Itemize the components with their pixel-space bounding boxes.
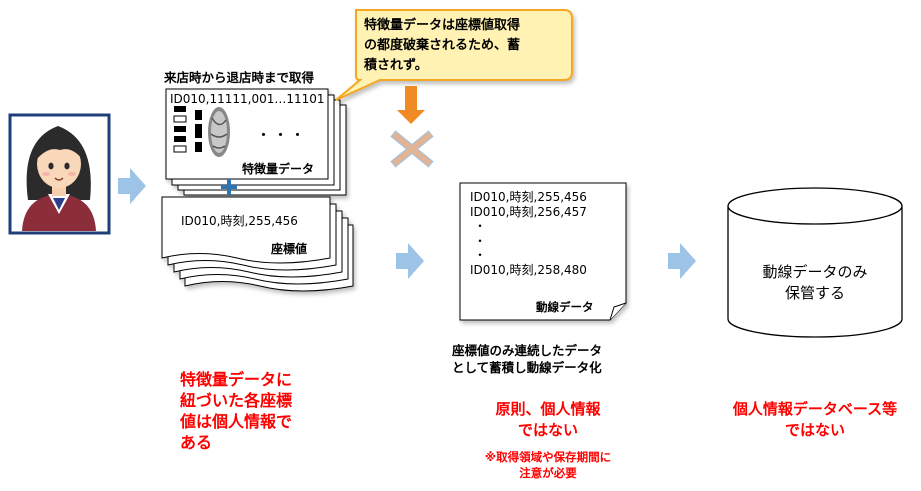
flow-data-line: ・ xyxy=(474,233,487,248)
coordinate-label: 座標値 xyxy=(271,242,308,256)
callout-line: 積されず。 xyxy=(364,58,428,73)
flow-data-line: ID010,時刻,255,456 xyxy=(470,190,587,204)
flow-caption-line: 座標値のみ連続したデータ xyxy=(452,343,603,358)
note-left-line: ある xyxy=(180,433,213,452)
flow-data-line: ID010,時刻,258,480 xyxy=(470,262,587,277)
note-left-line: 紐づいた各座標 xyxy=(180,391,293,410)
feature-dots: ・・・ xyxy=(256,126,308,144)
flow-arrow-2 xyxy=(396,243,424,279)
note-right: 個人情報データベース等 ではない xyxy=(712,399,918,441)
flow-arrow-3 xyxy=(668,243,696,279)
feature-thumbnails xyxy=(173,106,230,157)
flow-data-lines: ID010,時刻,255,456 ID010,時刻,256,457 ・ ・ ・ … xyxy=(470,190,620,278)
database-line: 保管する xyxy=(784,284,845,302)
database-line: 動線データのみ xyxy=(762,263,868,281)
note-left-line: 値は個人情報で xyxy=(180,412,293,431)
note-left: 特徴量データに 紐づいた各座標 値は個人情報で ある xyxy=(180,369,350,453)
note-right-line: ではない xyxy=(784,421,845,439)
note-left-line: 特徴量データに xyxy=(180,370,293,389)
flow-caption: 座標値のみ連続したデータ として蓄積し動線データ化 xyxy=(452,342,652,376)
flow-arrow-1 xyxy=(118,168,146,204)
database-icon xyxy=(727,187,903,338)
coordinate-line: ID010,時刻,255,456 xyxy=(181,214,298,228)
note-middle-sub-line: ※取得領域や保存期間に xyxy=(484,450,612,464)
note-middle-sub: ※取得領域や保存期間に 注意が必要 xyxy=(448,449,648,481)
flow-data-line: ID010,時刻,256,457 xyxy=(470,204,587,219)
callout-text: 特徴量データは座標値取得 の都度破棄されるため、蓄 積されず。 xyxy=(364,16,569,76)
note-right-line: 個人情報データベース等 xyxy=(732,400,898,418)
note-middle-line: ではない xyxy=(517,421,578,439)
flow-data-line: ・ xyxy=(474,248,487,263)
note-middle: 原則、個人情報 ではない xyxy=(458,399,638,441)
note-middle-sub-line: 注意が必要 xyxy=(519,466,577,480)
flow-caption-line: として蓄積し動線データ化 xyxy=(452,360,602,375)
discard-arrow xyxy=(397,86,425,124)
callout-box xyxy=(335,9,573,101)
feature-data-label: 特徴量データ xyxy=(242,162,315,176)
database-text: 動線データのみ 保管する xyxy=(740,262,890,304)
feature-caption: 来店時から退店時まで取得 xyxy=(164,70,315,85)
flow-data-label: 動線データ xyxy=(536,300,594,314)
callout-line: 特徴量データは座標値取得 xyxy=(364,18,521,33)
discard-cross-icon xyxy=(390,130,434,168)
callout-line: の都度破棄されるため、蓄 xyxy=(364,38,521,53)
flow-data-document xyxy=(459,182,627,321)
person-illustration xyxy=(8,113,111,235)
plus-icon xyxy=(221,179,237,195)
coordinate-value-stack xyxy=(161,196,354,292)
feature-id-line: ID010,11111,001…11101 xyxy=(170,92,325,106)
note-middle-line: 原則、個人情報 xyxy=(495,400,601,418)
flow-data-line: ・ xyxy=(474,219,487,234)
